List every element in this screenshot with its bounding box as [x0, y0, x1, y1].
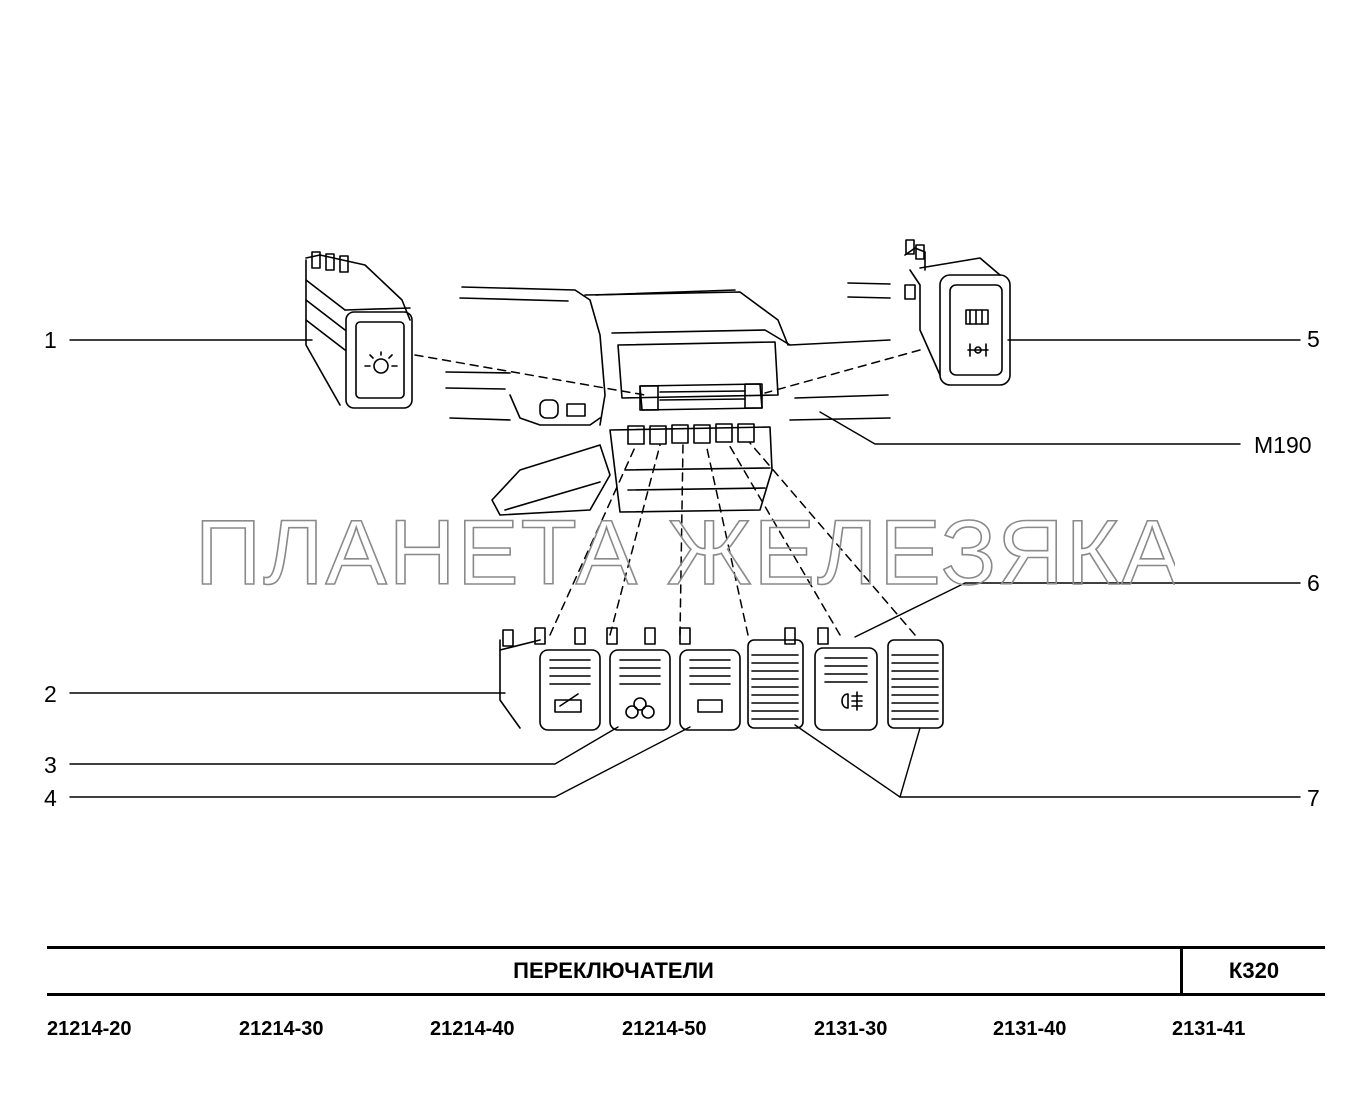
- callout-6: 6: [1307, 570, 1320, 596]
- model-item: 21214-20: [47, 1018, 132, 1040]
- switch-4-rear-defrost: [644, 627, 741, 731]
- callout-ref-m190: М190: [1254, 432, 1312, 458]
- title-bar: ПЕРЕКЛЮЧАТЕЛИ К320: [47, 946, 1325, 996]
- callout-4: 4: [44, 785, 57, 811]
- switch-6-fog-light: [784, 627, 878, 731]
- rear-wiper-icon: [554, 693, 582, 713]
- rear-defrost-icon: [965, 309, 989, 357]
- section-code: К320: [1228, 958, 1280, 983]
- leader-lines: [69, 339, 1301, 798]
- callout-5: 5: [1307, 326, 1320, 352]
- switch-1-lighting: [305, 251, 413, 409]
- model-item: 2131-30: [814, 1018, 888, 1040]
- model-item: 21214-40: [430, 1018, 515, 1040]
- model-list: 21214-20 21214-30 21214-40 21214-50 2131…: [47, 1017, 1277, 1043]
- switch-2-rear-wiper: [499, 627, 601, 731]
- svg-text:ПЛАНЕТА ЖЕЛЕЗЯКА: ПЛАНЕТА ЖЕЛЕЗЯКА: [195, 506, 1175, 596]
- switch-3-fan: [574, 627, 671, 731]
- page-title: ПЕРЕКЛЮЧАТЕЛИ: [513, 958, 714, 983]
- model-item: 21214-30: [239, 1018, 324, 1040]
- callout-2: 2: [44, 681, 57, 707]
- fan-icon: [625, 697, 655, 719]
- model-item: 2131-41: [1172, 1018, 1246, 1040]
- switch-7-blank-a: [747, 639, 804, 729]
- model-item: 21214-50: [622, 1018, 707, 1040]
- switch-7-blank-b: [887, 639, 944, 729]
- assembly-lines: [414, 349, 921, 636]
- title-divider: [1180, 949, 1183, 993]
- model-item: 2131-40: [993, 1018, 1067, 1040]
- light-icon: [364, 351, 398, 374]
- callout-3: 3: [44, 752, 57, 778]
- switch-5-rear-defrost: [904, 239, 1011, 386]
- dashboard-console: [445, 282, 891, 516]
- callout-7: 7: [1307, 785, 1320, 811]
- callout-1: 1: [44, 327, 57, 353]
- watermark: ПЛАНЕТА ЖЕЛЕЗЯКА: [195, 506, 1175, 596]
- fog-light-icon: [841, 691, 863, 711]
- switches-diagram: [69, 239, 1301, 798]
